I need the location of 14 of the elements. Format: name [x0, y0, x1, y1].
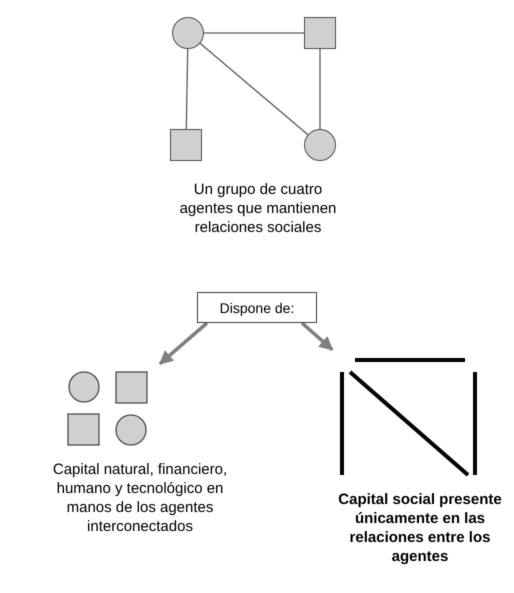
arrow — [300, 322, 334, 352]
label-box: Dispone de: — [197, 292, 317, 323]
connector-line — [204, 32, 304, 34]
connector-line — [186, 48, 188, 130]
caption-text: Capital social presente únicamente en las relaciones entre los agentes — [337, 490, 503, 566]
agent-square — [304, 17, 336, 49]
agent-circle — [304, 129, 336, 161]
agent-square — [170, 129, 202, 161]
connector-line — [319, 49, 321, 129]
caption-text: Un grupo de cuatro agentes que mantienen relaciones sociales — [178, 180, 338, 237]
arrow — [158, 322, 208, 366]
connector-line — [200, 42, 308, 136]
agent-circle — [172, 17, 204, 49]
caption-text: Capital natural, financiero, humano y tecnológico en manos de los agentes interconectados — [52, 460, 228, 536]
